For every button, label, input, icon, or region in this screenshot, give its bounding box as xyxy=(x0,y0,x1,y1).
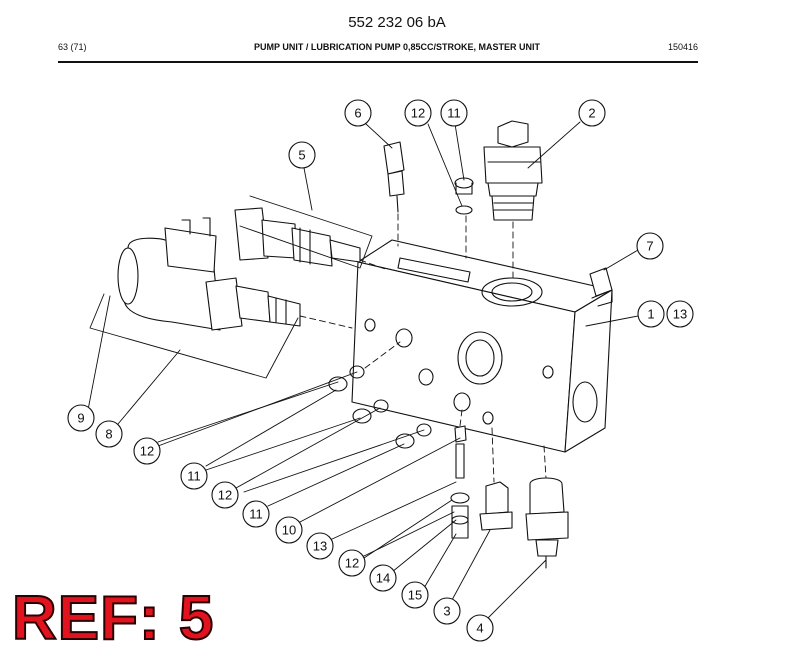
rear-cartridge-part[interactable] xyxy=(234,207,361,267)
callout-13-right[interactable]: 13 xyxy=(666,300,694,328)
pressure-switch-part[interactable] xyxy=(525,477,569,569)
callout-14[interactable]: 14 xyxy=(369,564,397,592)
svg-text:9: 9 xyxy=(77,411,84,426)
callout-12-left-1[interactable]: 12 xyxy=(133,437,161,465)
svg-text:11: 11 xyxy=(249,507,263,522)
svg-text:8: 8 xyxy=(105,427,112,442)
svg-text:3: 3 xyxy=(443,604,450,619)
callout-12-left-2[interactable]: 12 xyxy=(211,481,239,509)
side-fitting-part[interactable] xyxy=(589,267,613,297)
callout-5[interactable]: 5 xyxy=(288,141,316,169)
svg-text:5: 5 xyxy=(298,148,305,163)
callout-15[interactable]: 15 xyxy=(401,581,429,609)
callout-10[interactable]: 10 xyxy=(275,516,303,544)
svg-text:13: 13 xyxy=(673,307,687,322)
callout-2[interactable]: 2 xyxy=(578,99,606,127)
front-plugs-part[interactable] xyxy=(328,365,432,449)
svg-text:12: 12 xyxy=(345,556,359,571)
pin-stack-part[interactable] xyxy=(450,425,470,539)
callout-12-top[interactable]: 12 xyxy=(404,99,432,127)
ref-badge: REF: 5 xyxy=(11,584,215,653)
valve-block-part[interactable] xyxy=(351,239,613,453)
svg-text:12: 12 xyxy=(140,444,154,459)
svg-text:11: 11 xyxy=(447,106,461,121)
svg-text:15: 15 xyxy=(408,588,422,603)
svg-text:12: 12 xyxy=(218,488,232,503)
callout-9[interactable]: 9 xyxy=(67,404,95,432)
svg-text:4: 4 xyxy=(476,621,483,636)
check-valve-part[interactable] xyxy=(383,141,405,213)
svg-text:13: 13 xyxy=(313,539,327,554)
callout-6[interactable]: 6 xyxy=(344,99,372,127)
callout-13-bottom[interactable]: 13 xyxy=(306,532,334,560)
page-title: PUMP UNIT / LUBRICATION PUMP 0,85CC/STRO… xyxy=(253,42,541,52)
callout-12-bottom[interactable]: 12 xyxy=(338,549,366,577)
svg-text:6: 6 xyxy=(354,106,361,121)
relief-valve-part[interactable] xyxy=(483,120,543,221)
callout-11-left-1[interactable]: 11 xyxy=(180,462,208,490)
callout-3[interactable]: 3 xyxy=(433,597,461,625)
callout-11-top[interactable]: 11 xyxy=(440,99,468,127)
svg-text:7: 7 xyxy=(646,239,653,254)
page-number: 63 (71) xyxy=(58,42,87,52)
svg-text:14: 14 xyxy=(376,571,390,586)
callout-8[interactable]: 8 xyxy=(95,420,123,448)
svg-text:10: 10 xyxy=(282,523,296,538)
callout-1[interactable]: 1 xyxy=(637,300,665,328)
svg-text:11: 11 xyxy=(187,469,201,484)
callout-4[interactable]: 4 xyxy=(466,614,494,642)
svg-text:1: 1 xyxy=(647,307,654,322)
fitting-part[interactable] xyxy=(479,481,513,531)
header-divider xyxy=(58,61,698,63)
date-code: 150416 xyxy=(667,42,698,52)
document-number: 552 232 06 bA xyxy=(348,14,446,31)
svg-text:12: 12 xyxy=(411,106,425,121)
callout-7[interactable]: 7 xyxy=(636,232,664,260)
svg-text:2: 2 xyxy=(588,106,595,121)
callout-11-left-2[interactable]: 11 xyxy=(242,500,270,528)
solenoid-coil-part[interactable] xyxy=(117,217,301,331)
